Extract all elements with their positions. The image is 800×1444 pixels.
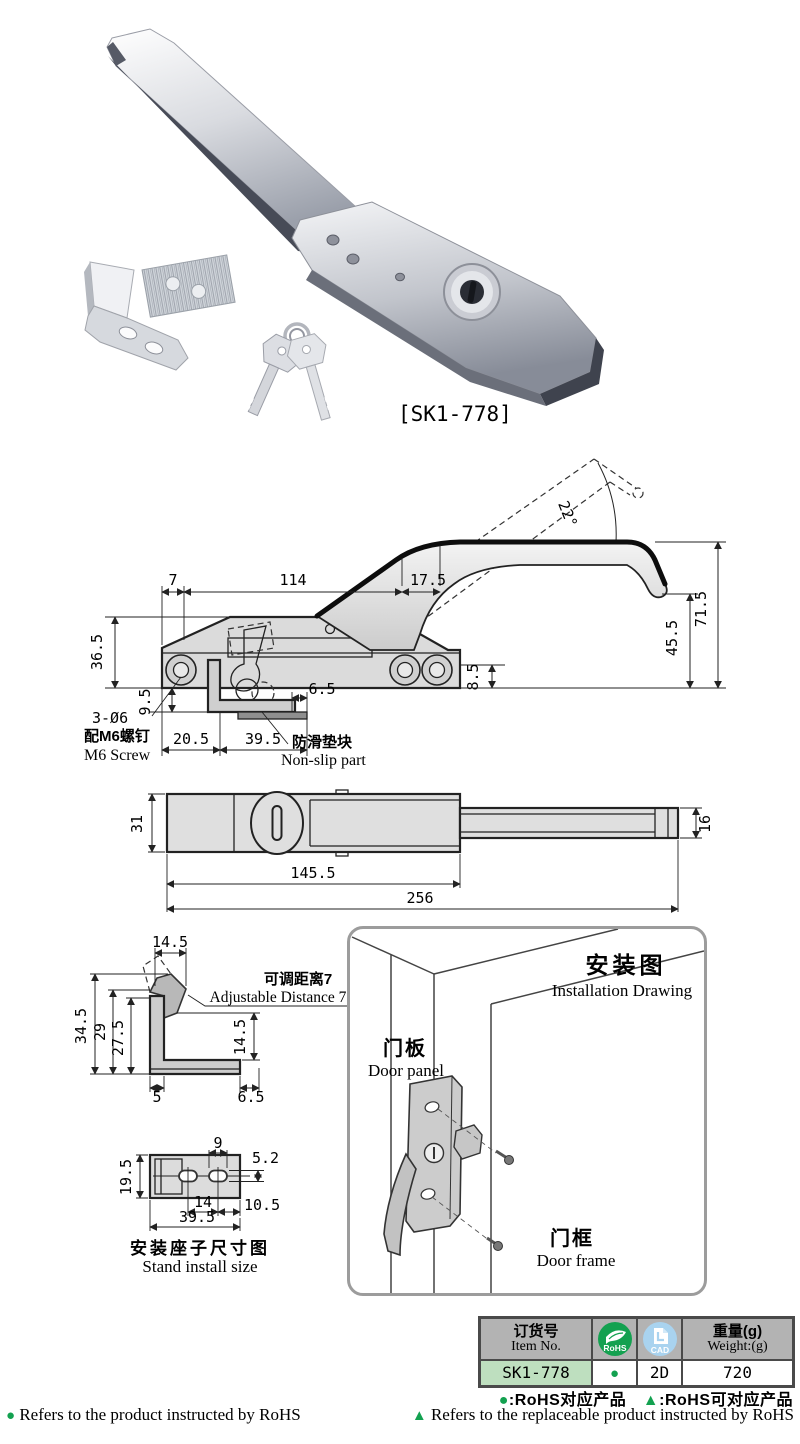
svg-text:36.5: 36.5 bbox=[88, 634, 106, 670]
door-panel-label-cn: 门板 bbox=[383, 1036, 427, 1060]
door-panel-label-en: Door panel bbox=[368, 1061, 444, 1080]
svg-text:RoHS: RoHS bbox=[603, 1343, 626, 1353]
svg-text:45.5: 45.5 bbox=[663, 620, 681, 656]
svg-text:34.5: 34.5 bbox=[72, 1008, 90, 1044]
screw-qty-label: 3-Ø6 bbox=[92, 709, 128, 727]
svg-text:39.5: 39.5 bbox=[245, 730, 281, 748]
green-triangle-icon: ▲ bbox=[642, 1392, 660, 1409]
svg-text:19.5: 19.5 bbox=[117, 1159, 135, 1195]
rohs-legend-cn: ●:RoHS对应产品 ▲:RoHS可对应产品 bbox=[498, 1392, 793, 1409]
rohs-header: RoHS bbox=[592, 1318, 637, 1360]
rohs-icon: RoHS bbox=[597, 1322, 632, 1356]
svg-text:39.5: 39.5 bbox=[179, 1208, 215, 1226]
dim-lines-bottom: 20.5 39.5 bbox=[161, 688, 308, 756]
stand-install-drawing: 9 5.2 19.5 14 10.5 39.5 安装座子尺寸图 Stand in… bbox=[117, 1134, 280, 1276]
svg-text:5.2: 5.2 bbox=[252, 1149, 279, 1167]
cad-icon: CAD bbox=[642, 1322, 677, 1356]
stand-title-cn: 安装座子尺寸图 bbox=[130, 1238, 270, 1258]
weight-value: 720 bbox=[682, 1360, 793, 1386]
product-photo: [SK1-778] bbox=[84, 28, 604, 426]
stand-dims: 9 5.2 19.5 14 10.5 39.5 bbox=[117, 1134, 280, 1231]
photo-keys bbox=[243, 322, 333, 421]
svg-text:8.5: 8.5 bbox=[464, 663, 482, 690]
spec-table: 订货号 Item No. RoHS CAD 重量(g) Weight:(g) bbox=[478, 1316, 795, 1388]
raised-handle-dashed bbox=[351, 458, 644, 647]
green-dot-icon: ● bbox=[6, 1407, 16, 1424]
svg-text:14.5: 14.5 bbox=[231, 1019, 249, 1055]
bolt-holes bbox=[165, 654, 453, 686]
bracket-dims: 14.5 34.5 29 27.5 14.5 5 6.5 bbox=[72, 935, 265, 1103]
dim-lines-left: 36.5 9.5 bbox=[88, 616, 230, 716]
svg-text:16: 16 bbox=[696, 815, 714, 833]
photo-keyhole bbox=[443, 263, 501, 321]
svg-text:27.5: 27.5 bbox=[109, 1020, 127, 1056]
dim-lines-top: 7 114 17.5 bbox=[161, 545, 446, 645]
adjustable-label-en: Adjustable Distance 7 bbox=[210, 989, 347, 1006]
svg-text:31: 31 bbox=[128, 815, 146, 833]
installation-title-en: Installation Drawing bbox=[552, 981, 693, 1000]
installed-latch bbox=[383, 1075, 514, 1257]
svg-text:20.5: 20.5 bbox=[173, 730, 209, 748]
side-view-drawing: 22° bbox=[84, 458, 726, 769]
stand-title-en: Stand install size bbox=[142, 1257, 257, 1276]
svg-text:5: 5 bbox=[152, 1088, 161, 1103]
keeper-bracket-drawing: 14.5 34.5 29 27.5 14.5 5 6.5 可调距离7 Adjus… bbox=[72, 935, 352, 1103]
svg-text:71.5: 71.5 bbox=[692, 591, 710, 627]
svg-text:17.5: 17.5 bbox=[410, 571, 446, 589]
svg-text:CAD: CAD bbox=[650, 1345, 668, 1355]
svg-text:256: 256 bbox=[406, 889, 433, 907]
angle-label: 22° bbox=[554, 498, 581, 530]
door-frame-label-en: Door frame bbox=[537, 1251, 616, 1270]
note-triangle: ▲ Refers to the replaceable product inst… bbox=[411, 1405, 794, 1424]
photo-keeper-bracket bbox=[84, 261, 189, 371]
nonslip-label-en: Non-slip part bbox=[281, 752, 366, 769]
svg-text:14.5: 14.5 bbox=[152, 935, 188, 951]
svg-text:9.5: 9.5 bbox=[136, 688, 154, 715]
green-triangle-icon: ▲ bbox=[411, 1407, 427, 1424]
installation-drawing-box: 安装图 Installation Drawing 门板 Door panel 门… bbox=[347, 926, 707, 1296]
cad-value: 2D bbox=[637, 1360, 682, 1386]
door-frame-label-cn: 门框 bbox=[550, 1226, 594, 1250]
svg-text:7: 7 bbox=[168, 571, 177, 589]
svg-text:145.5: 145.5 bbox=[290, 864, 335, 882]
rohs-notes-en: ● Refers to the product instructed by Ro… bbox=[6, 1405, 794, 1425]
stand-shape bbox=[148, 1153, 250, 1200]
product-code-caption: [SK1-778] bbox=[398, 402, 512, 426]
svg-text:14: 14 bbox=[194, 1193, 212, 1211]
green-dot-icon: ● bbox=[498, 1392, 509, 1409]
svg-text:10.5: 10.5 bbox=[244, 1196, 280, 1214]
svg-text:9: 9 bbox=[213, 1134, 222, 1152]
bracket-shape bbox=[142, 955, 242, 1076]
screw-label-en: M6 Screw bbox=[84, 747, 151, 764]
svg-text:29: 29 bbox=[91, 1023, 109, 1041]
weight-header: 重量(g) Weight:(g) bbox=[682, 1318, 793, 1360]
adjustable-label-cn: 可调距离7 bbox=[264, 970, 332, 988]
installation-title-cn: 安装图 bbox=[586, 952, 667, 978]
top-view-dims: 31 16 145.5 256 bbox=[128, 793, 714, 913]
cad-header: CAD bbox=[637, 1318, 682, 1360]
nonslip-label-cn: 防滑垫块 bbox=[292, 733, 353, 751]
photo-nonslip-plate bbox=[141, 254, 236, 318]
solid-handle bbox=[314, 539, 668, 651]
top-view-drawing: 31 16 145.5 256 bbox=[128, 789, 714, 913]
screw-label-cn: 配M6螺钉 bbox=[84, 727, 150, 745]
photo-lock-base bbox=[291, 201, 604, 406]
svg-text:114: 114 bbox=[279, 571, 306, 589]
note-dot: ● Refers to the product instructed by Ro… bbox=[6, 1405, 301, 1424]
mounting-screws bbox=[486, 1149, 514, 1251]
item-no-value: SK1-778 bbox=[480, 1360, 592, 1386]
top-view-body bbox=[165, 789, 680, 857]
rohs-value: ● bbox=[592, 1360, 637, 1386]
svg-text:6.5: 6.5 bbox=[308, 680, 335, 698]
svg-text:6.5: 6.5 bbox=[237, 1088, 264, 1103]
item-no-header: 订货号 Item No. bbox=[480, 1318, 592, 1360]
dim-lines-right: 45.5 71.5 bbox=[460, 541, 726, 689]
